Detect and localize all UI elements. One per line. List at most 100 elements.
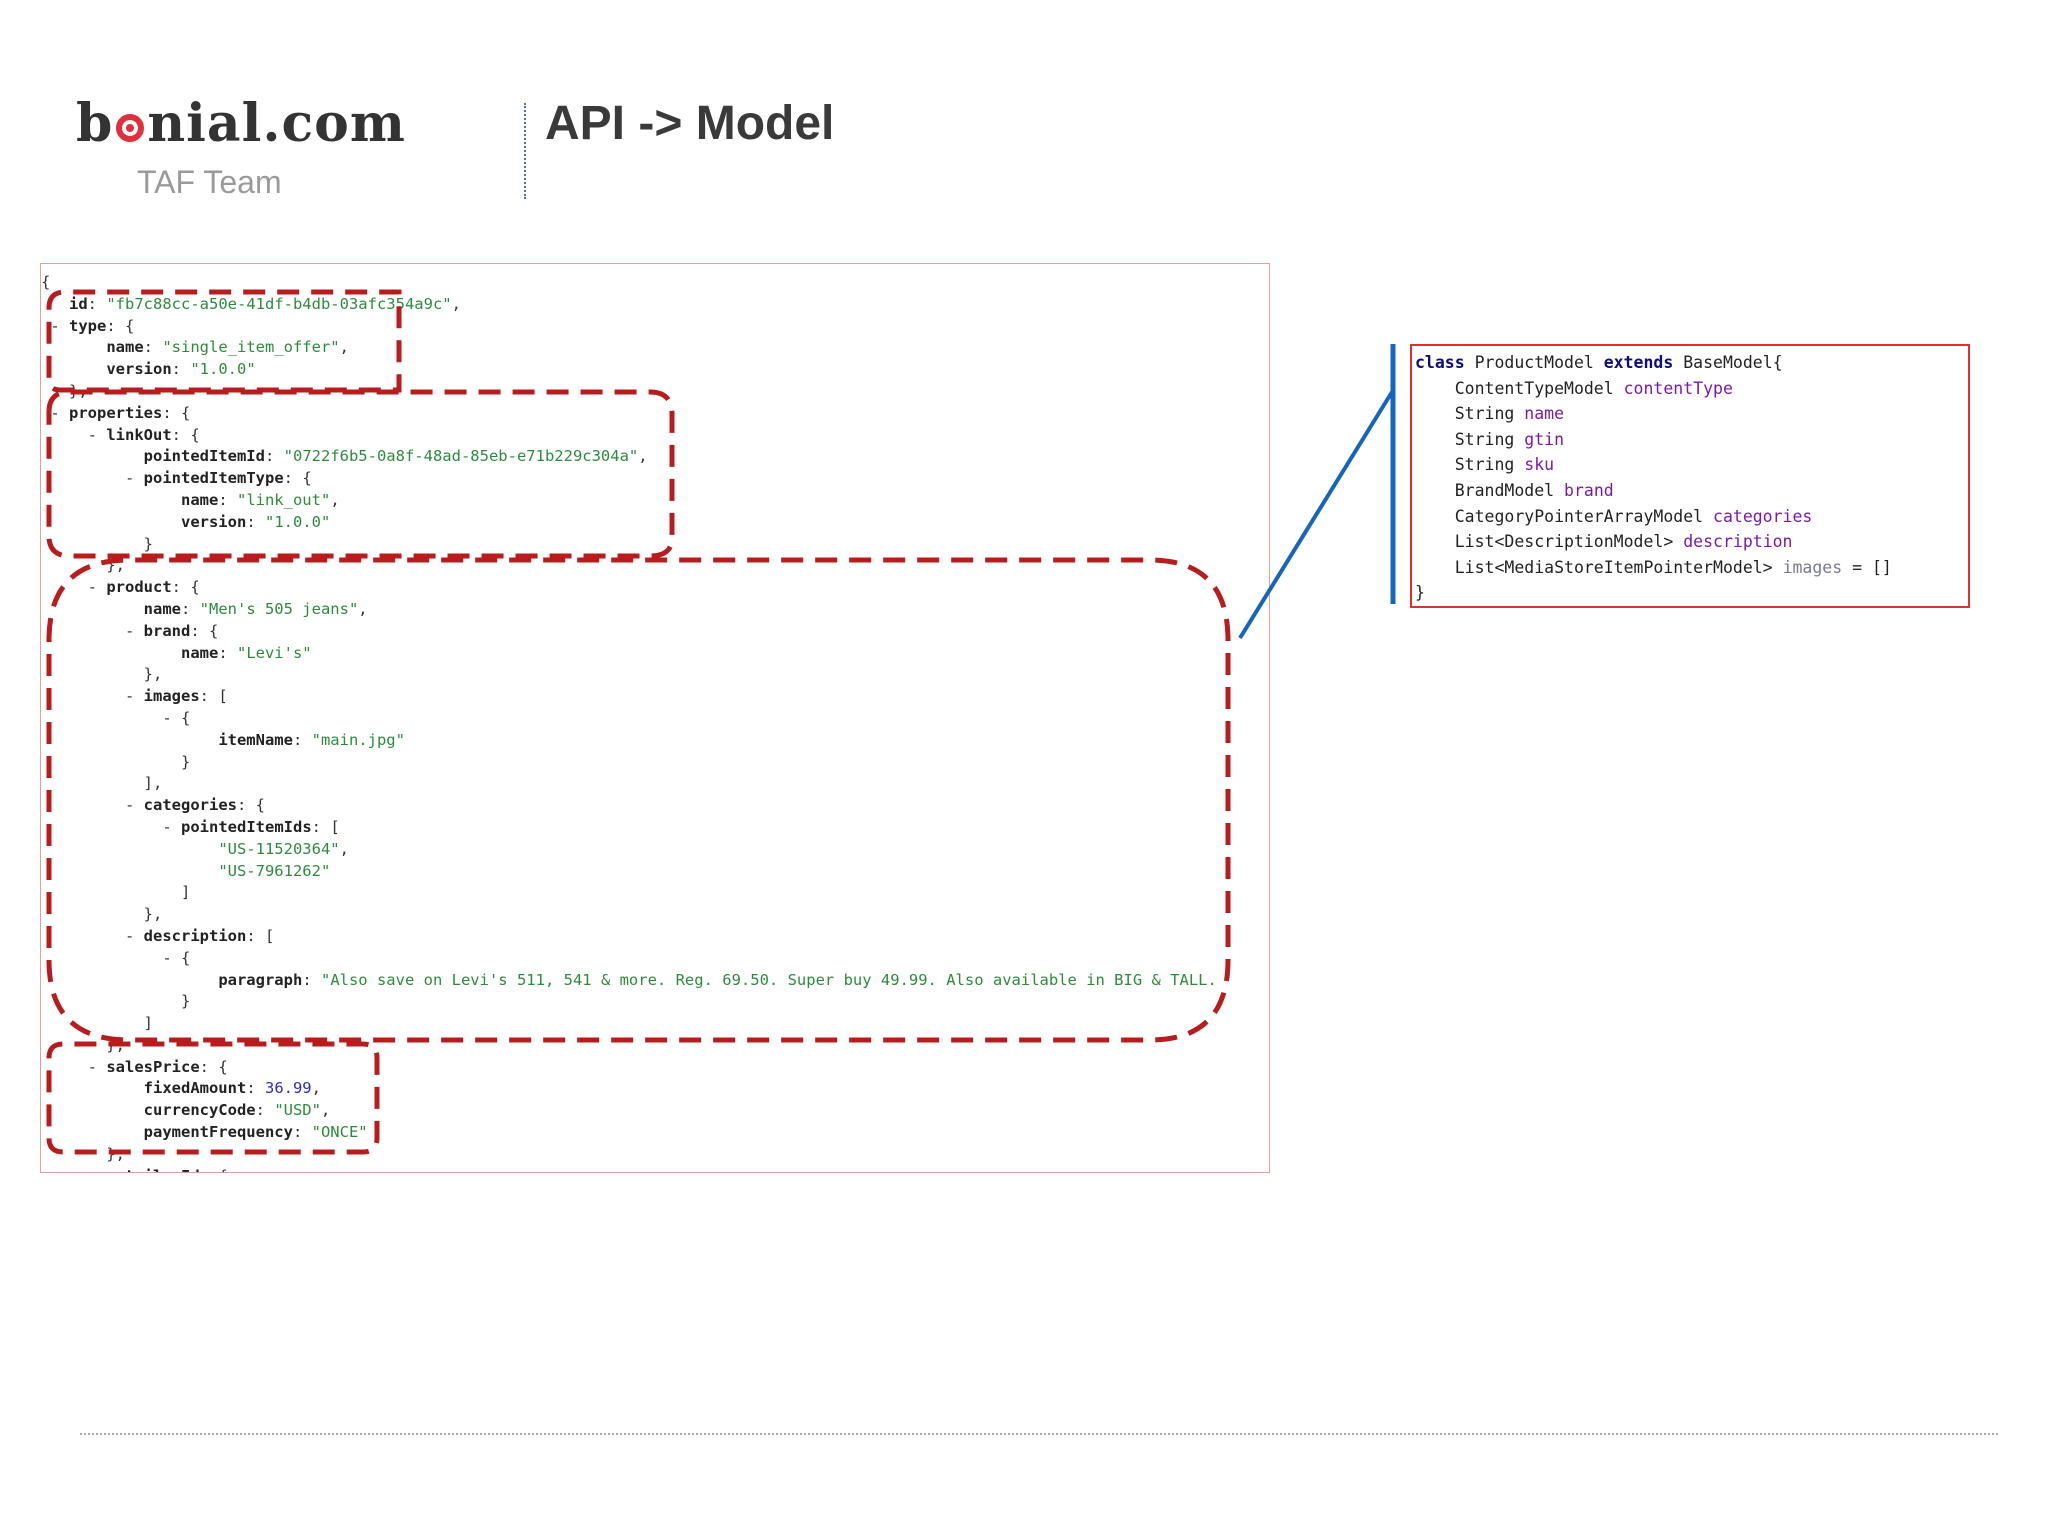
code-text: List<DescriptionModel>	[1415, 532, 1684, 552]
code-keyword: extends	[1603, 353, 1674, 372]
class-code-line: List<DescriptionModel> description	[1415, 529, 1968, 555]
json-key: fixedAmount	[143, 1079, 247, 1098]
class-code-line: ContentTypeModel contentType	[1415, 376, 1968, 402]
json-key: name	[180, 490, 219, 509]
class-code-line: class ProductModel extends BaseModel{	[1415, 350, 1968, 376]
json-line: fixedAmount: 36.99,	[41, 1078, 1217, 1100]
json-punctuation: : {	[162, 403, 191, 422]
json-line: - properties: {	[41, 403, 1217, 425]
json-string: "USD"	[274, 1101, 321, 1120]
json-punctuation: :	[246, 1079, 265, 1098]
json-string: "single_item_offer"	[162, 338, 340, 357]
json-punctuation: : {	[171, 578, 200, 597]
class-code-line: }	[1415, 580, 1968, 606]
json-line: ]	[41, 882, 1217, 904]
json-line: name: "link_out",	[41, 490, 1217, 512]
json-line: name: "Levi's"	[41, 643, 1217, 665]
json-key: version	[106, 360, 172, 379]
json-line: currencyCode: "USD",	[41, 1100, 1217, 1122]
json-line: - categories: {	[41, 795, 1217, 817]
json-punctuation: -	[125, 469, 144, 488]
json-line: name: "Men's 505 jeans",	[41, 599, 1217, 621]
json-line: - pointedItemIds: [	[41, 817, 1217, 839]
json-punctuation: -	[125, 796, 144, 815]
json-punctuation: : {	[199, 1057, 228, 1076]
json-line: ]	[41, 1013, 1217, 1035]
team-label: TAF Team	[137, 164, 282, 200]
json-punctuation: -	[50, 316, 70, 335]
code-text: ContentTypeModel	[1415, 378, 1624, 398]
json-punctuation: :	[302, 970, 321, 989]
json-punctuation: },	[106, 1144, 125, 1163]
json-punctuation: : [	[311, 817, 340, 836]
json-punctuation: ,	[311, 1079, 321, 1098]
json-punctuation: :	[264, 447, 284, 466]
json-punctuation: -	[50, 403, 70, 422]
code-text: String	[1415, 429, 1525, 449]
class-code-line: String gtin	[1415, 427, 1968, 453]
code-field-name: gtin	[1524, 429, 1565, 449]
json-line: "US-7961262"	[41, 861, 1217, 883]
json-punctuation: :	[218, 490, 237, 509]
json-key: name	[143, 599, 181, 618]
logo-target-icon	[115, 113, 145, 143]
json-line: - pointedItemType: {	[41, 468, 1217, 490]
json-line: {	[41, 272, 1217, 294]
json-punctuation: ,	[330, 490, 340, 509]
json-punctuation: }	[180, 992, 191, 1011]
class-code-line: CategoryPointerArrayModel categories	[1415, 504, 1968, 530]
json-key: type	[69, 316, 107, 335]
code-field-name: categories	[1713, 506, 1813, 526]
json-line: },	[41, 904, 1217, 926]
code-keyword: class	[1415, 353, 1465, 372]
json-punctuation: :	[143, 338, 163, 357]
json-line: },	[41, 555, 1217, 577]
code-field-name: contentType	[1623, 378, 1733, 398]
json-key: salesPrice	[106, 1057, 200, 1076]
json-line: paragraph: "Also save on Levi's 511, 541…	[41, 970, 1217, 992]
json-key: linkOut	[106, 425, 172, 444]
json-punctuation: : {	[190, 621, 219, 640]
code-text: String	[1415, 455, 1525, 475]
json-punctuation: : {	[237, 796, 265, 815]
json-punctuation: },	[143, 905, 163, 924]
json-key: images	[143, 687, 200, 706]
json-key: pointedItemType	[143, 469, 284, 488]
json-key: name	[180, 643, 219, 662]
json-line: }	[41, 991, 1217, 1013]
json-punctuation: - {	[162, 708, 191, 727]
logo-text-end: nial.com	[147, 93, 406, 154]
json-key: currencyCode	[143, 1101, 256, 1120]
json-line: itemName: "main.jpg"	[41, 730, 1217, 752]
json-line: }	[41, 752, 1217, 774]
product-model-class-code: class ProductModel extends BaseModel{ Co…	[1412, 346, 1968, 606]
json-line: ],	[41, 773, 1217, 795]
json-line: }	[41, 534, 1217, 556]
json-line: - type: {	[41, 316, 1217, 338]
json-punctuation: - {	[162, 948, 191, 967]
json-key: properties	[69, 403, 163, 422]
json-punctuation: ,	[320, 1101, 331, 1120]
json-punctuation: -	[125, 926, 144, 945]
json-line: pointedItemId: "0722f6b5-0a8f-48ad-85eb-…	[41, 446, 1217, 468]
json-punctuation: ,	[339, 839, 349, 858]
json-punctuation: -	[162, 817, 181, 836]
json-string: "fb7c88cc-a50e-41df-b4db-03afc354a9c"	[106, 294, 452, 313]
json-string: "main.jpg"	[311, 730, 405, 749]
code-text: String	[1415, 404, 1525, 424]
json-key: description	[143, 926, 247, 945]
json-line: - {	[41, 708, 1217, 730]
json-punctuation: : {	[283, 469, 312, 488]
json-punctuation: -	[125, 687, 144, 706]
code-text: ProductModel	[1464, 353, 1604, 372]
json-line: - description: [	[41, 926, 1217, 948]
json-string: "Men's 505 jeans"	[199, 599, 359, 618]
json-punctuation: :	[218, 643, 237, 662]
json-key: id	[69, 294, 88, 313]
json-punctuation: }	[143, 534, 153, 553]
json-string: "US-11520364"	[218, 839, 340, 858]
json-punctuation: -	[87, 425, 107, 444]
json-punctuation: ],	[143, 774, 163, 793]
json-key: itemName	[218, 730, 293, 749]
json-string: "1.0.0"	[264, 512, 331, 531]
